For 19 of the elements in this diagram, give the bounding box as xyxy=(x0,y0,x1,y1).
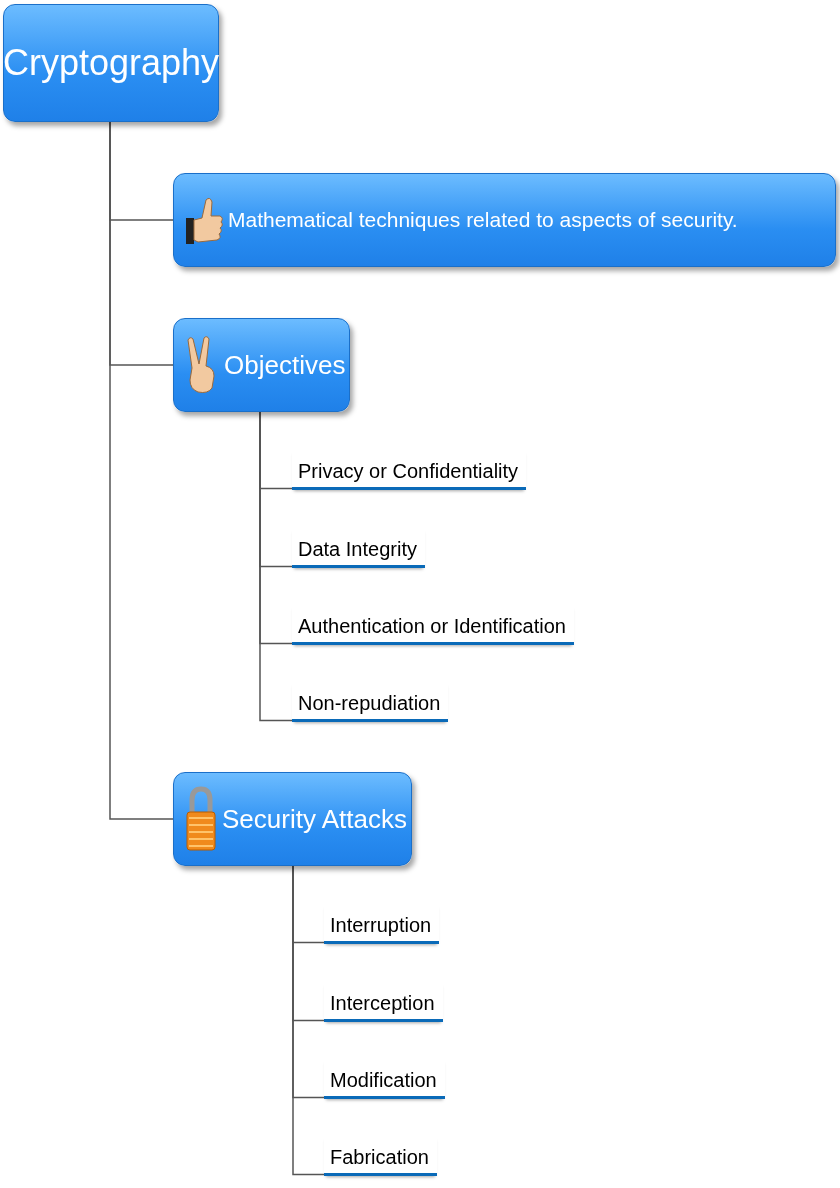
topic-label: Interception xyxy=(330,992,435,1015)
topic-label: Data Integrity xyxy=(298,538,417,561)
topic-label: Modification xyxy=(330,1069,437,1092)
connector-line xyxy=(259,411,293,722)
topic-box xyxy=(173,173,836,267)
topic-label: Cryptography xyxy=(2,42,220,84)
root-topic-box xyxy=(3,4,219,122)
topic-label: Non-repudiation xyxy=(298,692,441,715)
topic-label: Interruption xyxy=(330,914,432,937)
topic-box xyxy=(173,772,412,866)
topic-label: Security Attacks xyxy=(222,803,407,835)
topic-label: Authentication or Identification xyxy=(298,615,566,638)
connector-line xyxy=(109,121,174,820)
topic-label: Objectives xyxy=(224,349,346,381)
topic-label: Privacy or Confidentiality xyxy=(298,460,519,483)
topic-label: Mathematical techniques related to aspects of security. xyxy=(228,208,738,232)
connector-line xyxy=(292,865,325,1176)
topic-label: Fabrication xyxy=(330,1146,429,1169)
topic-box xyxy=(173,318,350,412)
